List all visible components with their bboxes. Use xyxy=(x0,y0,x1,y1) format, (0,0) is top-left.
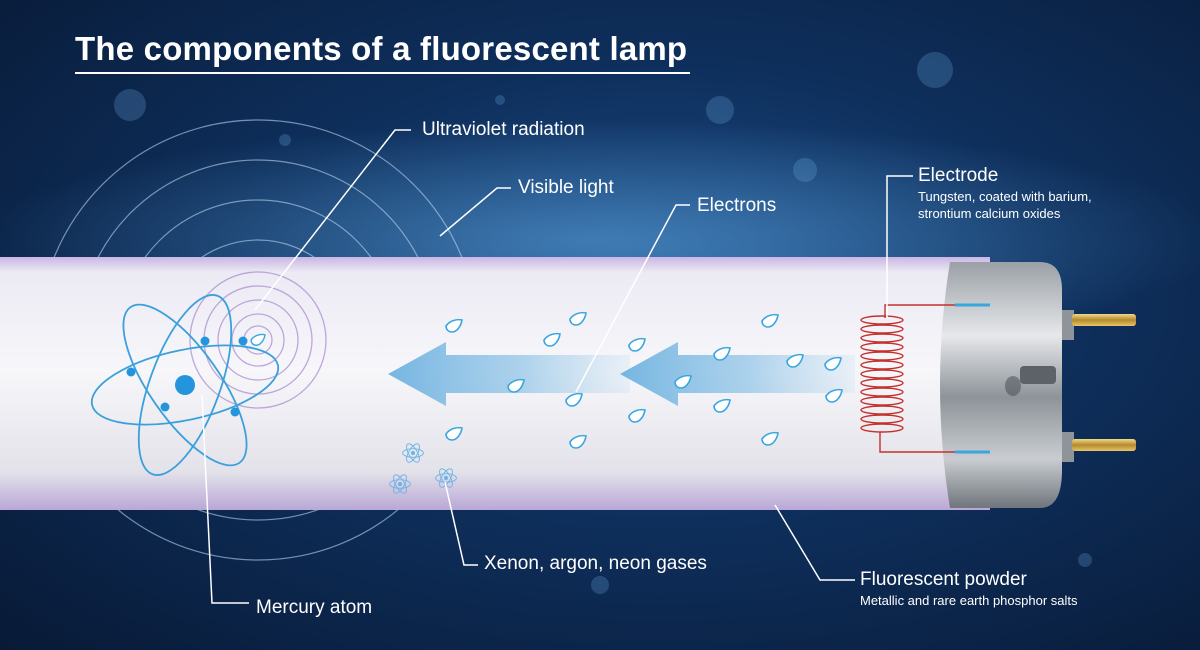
label-mercury-atom: Mercury atom xyxy=(256,597,372,619)
title-underline xyxy=(75,72,690,74)
electrode-description-line-2: strontium calcium oxides xyxy=(918,205,1060,222)
label-noble-gases: Xenon, argon, neon gases xyxy=(484,553,707,575)
metal-end-cap xyxy=(940,262,1062,508)
powder-description: Metallic and rare earth phosphor salts xyxy=(860,592,1078,609)
label-ultraviolet-radiation: Ultraviolet radiation xyxy=(422,119,585,141)
electrode-description-line-1: Tungsten, coated with barium, xyxy=(918,188,1092,205)
label-electrode: Electrode xyxy=(918,165,998,187)
label-visible-light: Visible light xyxy=(518,177,614,199)
label-electrons: Electrons xyxy=(697,195,776,217)
lamp-pins xyxy=(1062,310,1136,462)
label-fluorescent-powder: Fluorescent powder xyxy=(860,569,1027,591)
diagram-title: The components of a fluorescent lamp xyxy=(75,30,687,68)
leader-powder xyxy=(775,505,855,580)
